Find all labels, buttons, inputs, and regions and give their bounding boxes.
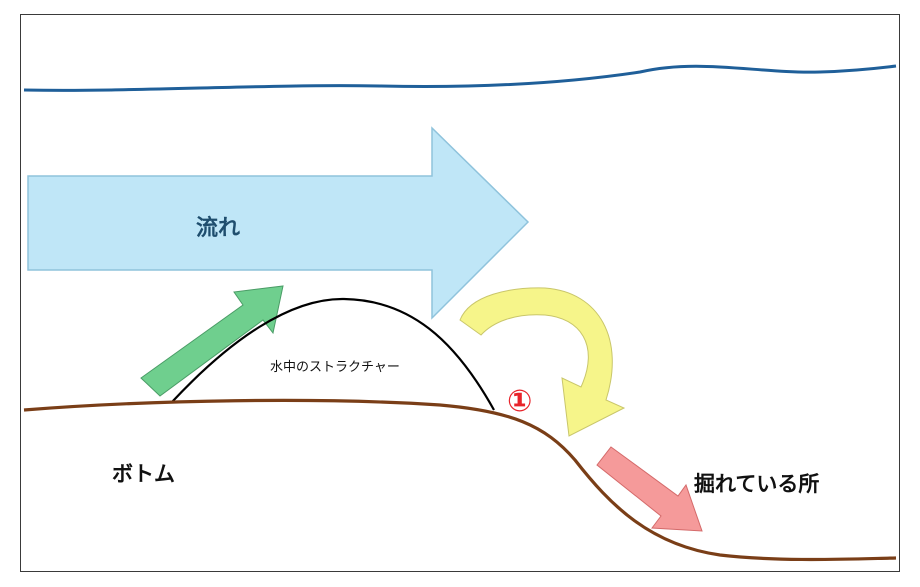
underwater-structure-outline	[171, 297, 495, 411]
river-bottom-line	[23, 398, 897, 562]
point-marker: ①	[507, 384, 533, 419]
flow-label: 流れ	[196, 216, 241, 241]
scour-label: 掘れている所	[694, 472, 820, 496]
upwelling-arrow	[140, 285, 284, 397]
bottom-label: ボトム	[112, 462, 175, 486]
eddy-arrow	[459, 287, 626, 437]
flow-arrow	[27, 126, 530, 320]
water-surface-line	[23, 64, 897, 92]
diagram-frame	[20, 14, 900, 572]
structure-label: 水中のストラクチャー	[270, 360, 400, 375]
scour-arrow	[596, 446, 703, 532]
